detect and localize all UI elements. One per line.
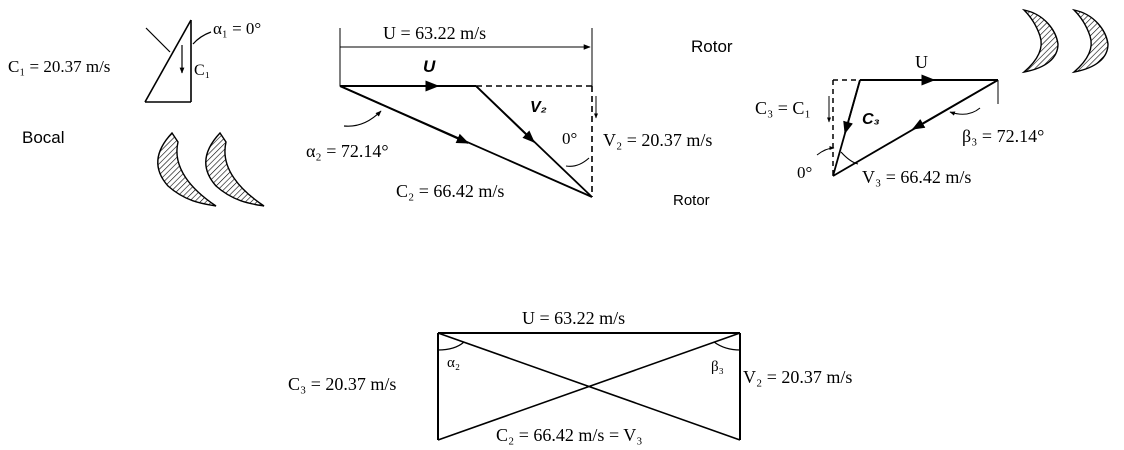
c2-value-label: C₂ = 66.42 m/s bbox=[396, 181, 504, 201]
nozzle-triangle: α₁ = 0° C₁ = 20.37 m/s C₁ Bocal bbox=[8, 19, 261, 147]
combined-u-label: U = 63.22 m/s bbox=[522, 308, 625, 328]
zero-angle-arc bbox=[565, 157, 590, 167]
alpha1-pointer bbox=[145, 27, 171, 53]
u-dim-label: U = 63.22 m/s bbox=[383, 23, 486, 43]
nozzle-blades bbox=[157, 131, 265, 207]
beta3-label: β₃ = 72.14° bbox=[962, 126, 1044, 146]
combined-beta3-arc bbox=[713, 341, 741, 351]
u-vector-label: U bbox=[423, 57, 436, 76]
c1-value-label: C₁ = 20.37 m/s bbox=[8, 57, 110, 76]
v3-value-label: V₃ = 66.42 m/s bbox=[862, 167, 971, 187]
bocal-label: Bocal bbox=[22, 128, 65, 147]
rotor-blade-2 bbox=[1071, 8, 1109, 74]
outlet-triangle: U C₃ C₃ = C₁ β₃ = 72.14° 0° V₃ = 66.42 m… bbox=[755, 52, 1044, 187]
alpha2-label: α₂ = 72.14° bbox=[306, 141, 389, 161]
combined-beta3-label: β₃ bbox=[711, 359, 724, 375]
c1-hypotenuse bbox=[144, 19, 192, 103]
outlet-zero-arc bbox=[840, 151, 859, 165]
combined-diagram: U = 63.22 m/s C₃ = 20.37 m/s α₂ β₃ V₂ = … bbox=[288, 308, 852, 445]
inlet-triangle: U = 63.22 m/s U V₂ 0° V₂ = 20.37 m/s α₂ … bbox=[306, 23, 733, 209]
c3-vector-label: C₃ bbox=[862, 111, 880, 128]
zero-angle-label: 0° bbox=[562, 129, 577, 148]
v2-vector-arrow bbox=[475, 85, 535, 143]
combined-alpha2-label: α₂ bbox=[447, 355, 460, 371]
combined-alpha2-arc bbox=[437, 341, 465, 351]
c1-label: C₁ bbox=[194, 62, 210, 79]
combined-c3-label: C₃ = 20.37 m/s bbox=[288, 374, 396, 394]
c3-eq-c1-label: C₃ = C₁ bbox=[755, 98, 811, 118]
c2-vector-arrow bbox=[339, 85, 470, 144]
combined-diagonal-v3 bbox=[437, 332, 741, 441]
v3-vector-arrow bbox=[911, 79, 999, 130]
c3-vector-arrow bbox=[843, 79, 861, 135]
combined-v2-label: V₂ = 20.37 m/s bbox=[743, 367, 852, 387]
alpha1-pointer-right bbox=[192, 31, 212, 45]
outlet-zero-label: 0° bbox=[797, 163, 812, 182]
beta3-arc bbox=[949, 107, 981, 116]
v2-vector-label: V₂ bbox=[530, 99, 547, 116]
alpha1-label: α₁ = 0° bbox=[213, 19, 261, 38]
combined-c2-v3-label: C₂ = 66.42 m/s = V₃ bbox=[496, 425, 643, 445]
rotor-blades bbox=[1021, 8, 1109, 74]
outlet-u-label: U bbox=[915, 52, 928, 72]
alpha2-arc bbox=[343, 110, 382, 127]
nozzle-blade-2 bbox=[205, 131, 265, 207]
v2-value-label: V₂ = 20.37 m/s bbox=[603, 130, 712, 150]
rotor-label-top: Rotor bbox=[691, 37, 733, 56]
rotor-blade-1 bbox=[1021, 8, 1059, 74]
nozzle-blade-1 bbox=[157, 131, 217, 207]
outlet-zero-pointer bbox=[816, 146, 835, 156]
rotor-label-bottom: Rotor bbox=[673, 192, 710, 209]
